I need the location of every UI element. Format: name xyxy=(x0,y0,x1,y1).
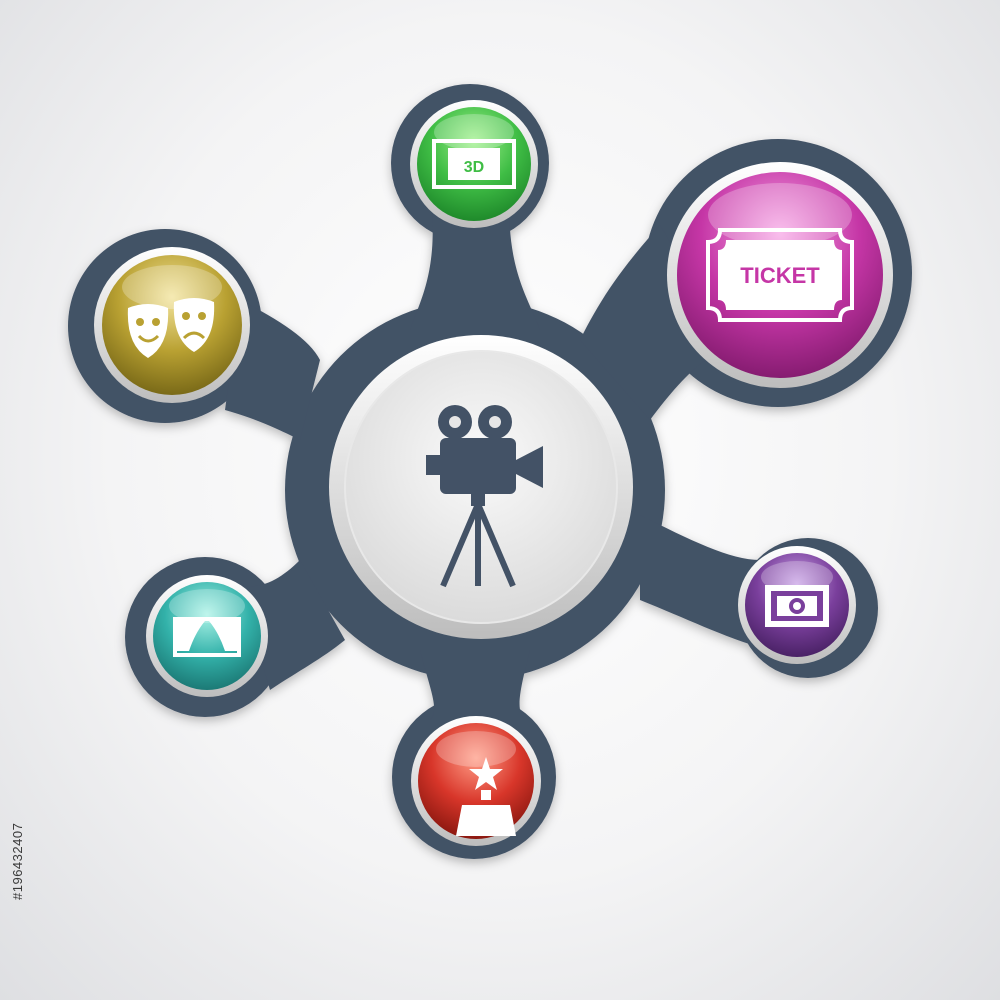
movie-camera-on-tripod-icon xyxy=(426,405,543,588)
theater-stage-curtain-icon xyxy=(173,617,241,657)
3d-film-frame-icon: 3D xyxy=(432,139,516,189)
center-node xyxy=(329,335,633,639)
node-film[interactable] xyxy=(738,546,856,664)
stock-id-watermark: #196432407 xyxy=(10,822,25,900)
node-award[interactable] xyxy=(411,716,541,846)
node-stage[interactable] xyxy=(146,575,268,697)
3d-label: 3D xyxy=(464,159,484,176)
node-ticket[interactable]: TICKET xyxy=(667,162,893,388)
node-3d[interactable]: 3D xyxy=(410,100,538,228)
ticket-icon: TICKET xyxy=(706,228,854,322)
film-frame-coin-icon xyxy=(765,585,829,627)
ticket-label: TICKET xyxy=(740,263,820,288)
node-masks[interactable] xyxy=(94,247,250,403)
theater-masks-icon xyxy=(127,298,215,358)
star-award-icon xyxy=(456,757,516,836)
